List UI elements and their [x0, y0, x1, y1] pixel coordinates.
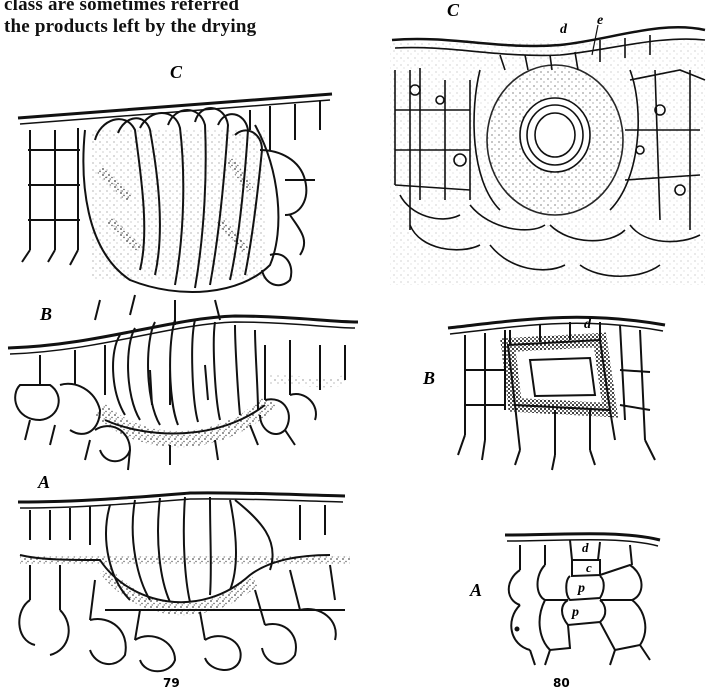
fig79-a-label: A [37, 472, 50, 492]
fig80-c-mark-e: e [597, 13, 603, 28]
fig79-c-label: C [170, 62, 183, 82]
fig79-b-label: B [39, 304, 52, 324]
fig80-a-mark-d: d [582, 540, 589, 555]
fig80-number: 80 [553, 676, 570, 690]
fig80-panel-b [448, 317, 665, 470]
fig80-b-mark-d: d [584, 317, 592, 332]
fig80-a-mark-p-lower: p [571, 605, 579, 620]
fig80-a-mark-c: c [586, 560, 592, 575]
fig80-c-mark-d: d [560, 22, 568, 37]
fig80-a-mark-p-upper: p [577, 581, 585, 596]
fig79-panel-b [8, 316, 358, 470]
fig80-b-label: B [422, 368, 435, 388]
fig79-number: 79 [163, 676, 180, 690]
fig80-a-label: A [469, 580, 482, 600]
fig79-panel-c [18, 94, 332, 325]
fig79-panel-a [18, 493, 350, 671]
fig80-panel-c [390, 25, 705, 285]
fig80-c-label: C [447, 0, 460, 20]
